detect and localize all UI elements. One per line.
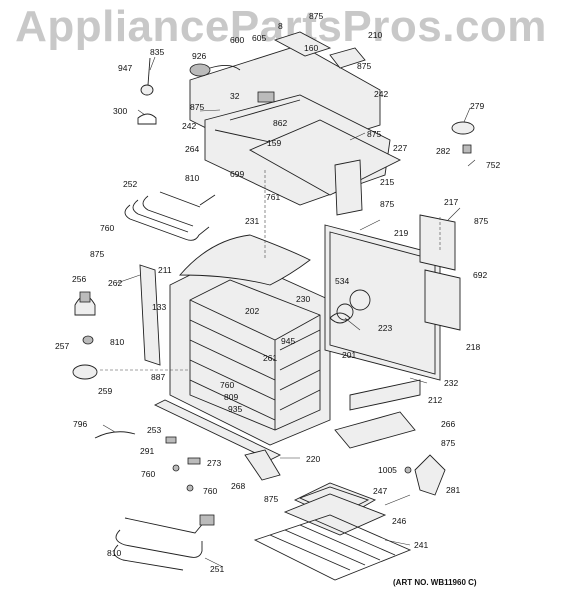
callout-281: 281 <box>446 485 461 495</box>
callout-835: 835 <box>150 47 165 57</box>
callout-760: 760 <box>141 469 156 479</box>
callout-259: 259 <box>98 386 113 396</box>
oven-cavity <box>169 254 331 446</box>
bake-element <box>113 514 215 571</box>
dashed-assembly-lines <box>100 170 441 371</box>
callout-291: 291 <box>140 446 155 456</box>
callout-875: 875 <box>474 216 489 226</box>
callout-282: 282 <box>436 146 451 156</box>
callout-605: 605 <box>252 33 267 43</box>
callout-251: 251 <box>210 564 225 574</box>
callout-253: 253 <box>147 425 162 435</box>
callout-210: 210 <box>368 30 383 40</box>
leader-lines <box>102 56 476 568</box>
callout-223: 223 <box>378 323 393 333</box>
callout-760: 760 <box>220 380 235 390</box>
small-parts-bottom-left <box>94 431 201 492</box>
callout-810: 810 <box>185 173 200 183</box>
back-wall <box>324 224 441 381</box>
callout-875: 875 <box>90 249 105 259</box>
callout-261: 261 <box>263 353 278 363</box>
control-board <box>419 214 461 331</box>
callout-159: 159 <box>267 138 282 148</box>
callout-264: 264 <box>185 144 200 154</box>
callout-760: 760 <box>100 223 115 233</box>
callout-241: 241 <box>414 540 429 550</box>
callout-875: 875 <box>441 438 456 448</box>
callout-218: 218 <box>466 342 481 352</box>
side-panel <box>139 264 161 366</box>
callout-257: 257 <box>55 341 70 351</box>
callout-752: 752 <box>486 160 501 170</box>
callout-875: 875 <box>264 494 279 504</box>
callout-242: 242 <box>374 89 389 99</box>
callout-1005: 1005 <box>378 465 397 475</box>
callout-692: 692 <box>473 270 488 280</box>
callout-256: 256 <box>72 274 87 284</box>
callout-935: 935 <box>228 404 243 414</box>
callout-875: 875 <box>367 129 382 139</box>
callout-875: 875 <box>357 61 372 71</box>
callout-160: 160 <box>304 43 319 53</box>
callout-32: 32 <box>230 91 240 101</box>
small-parts-top-left <box>137 57 241 125</box>
callout-230: 230 <box>296 294 311 304</box>
callout-212: 212 <box>428 395 443 405</box>
callout-699: 699 <box>230 169 245 179</box>
callout-887: 887 <box>151 372 166 382</box>
oven-rack <box>253 514 412 581</box>
callout-875: 875 <box>190 102 205 112</box>
callout-217: 217 <box>444 197 459 207</box>
light-assembly <box>72 291 98 380</box>
callout-875: 875 <box>309 11 324 21</box>
callout-252: 252 <box>123 179 138 189</box>
callout-8: 8 <box>278 21 283 31</box>
callout-202: 202 <box>245 306 260 316</box>
callout-300: 300 <box>113 106 128 116</box>
callout-809: 809 <box>224 392 239 402</box>
callout-220: 220 <box>306 454 321 464</box>
callout-760: 760 <box>203 486 218 496</box>
insulation-blanket <box>179 234 311 286</box>
art-number: (ART NO. WB11960 C) <box>393 578 477 587</box>
callout-133: 133 <box>152 302 167 312</box>
broiler-pan <box>283 482 387 536</box>
callout-600: 600 <box>230 35 245 45</box>
callout-211: 211 <box>158 265 172 275</box>
callout-247: 247 <box>373 486 388 496</box>
callout-534: 534 <box>335 276 350 286</box>
callout-279: 279 <box>470 101 485 111</box>
broil-element <box>124 191 216 241</box>
callout-201: 201 <box>342 350 357 360</box>
knob <box>451 121 475 154</box>
callout-926: 926 <box>192 51 207 61</box>
callout-796: 796 <box>73 419 88 429</box>
callout-219: 219 <box>394 228 409 238</box>
callout-215: 215 <box>380 177 395 187</box>
callout-810: 810 <box>107 548 122 558</box>
callout-232: 232 <box>444 378 459 388</box>
callout-810: 810 <box>110 337 125 347</box>
callout-947: 947 <box>118 63 133 73</box>
frame-bottom <box>153 379 421 481</box>
callout-862: 862 <box>273 118 288 128</box>
callout-227: 227 <box>393 143 408 153</box>
door-latch <box>404 454 446 496</box>
callout-761: 761 <box>266 192 281 202</box>
callout-273: 273 <box>207 458 222 468</box>
callout-262: 262 <box>108 278 123 288</box>
top-panel <box>248 119 402 216</box>
callout-242: 242 <box>182 121 197 131</box>
callout-231: 231 <box>245 216 260 226</box>
callout-246: 246 <box>392 516 407 526</box>
callout-875: 875 <box>380 199 395 209</box>
callout-266: 266 <box>441 419 456 429</box>
callout-945: 945 <box>281 336 296 346</box>
callout-268: 268 <box>231 481 246 491</box>
